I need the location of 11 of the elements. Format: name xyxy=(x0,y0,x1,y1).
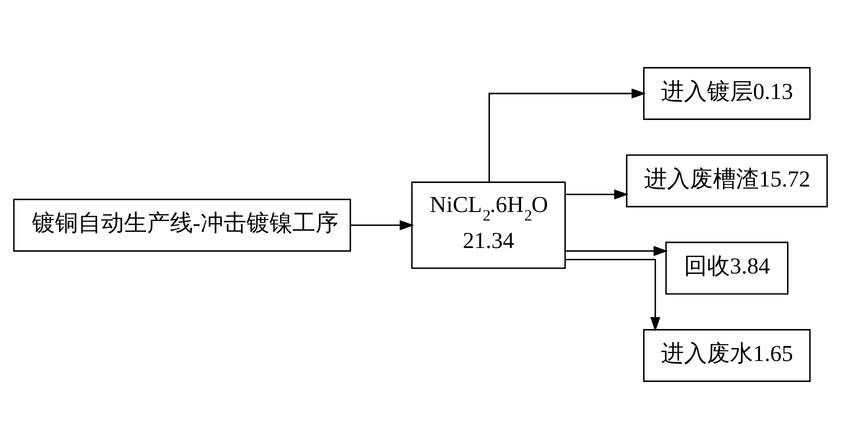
node-box: 进入废槽渣15.72 xyxy=(626,154,828,207)
node-box: NiCL$_{2}$.6H$_{2}$O 21.34 xyxy=(411,181,566,268)
arrow xyxy=(566,258,660,331)
node-box: 进入镀层0.13 xyxy=(643,66,811,120)
arrow xyxy=(488,88,646,182)
node-box: 进入废水1.65 xyxy=(643,328,811,382)
node-box: 回收3.84 xyxy=(665,241,788,294)
arrow xyxy=(350,220,414,230)
arrow xyxy=(565,188,629,199)
node-box: 镀铜自动生产线-冲击镀镍工序 xyxy=(13,198,352,252)
arrow xyxy=(565,245,668,256)
